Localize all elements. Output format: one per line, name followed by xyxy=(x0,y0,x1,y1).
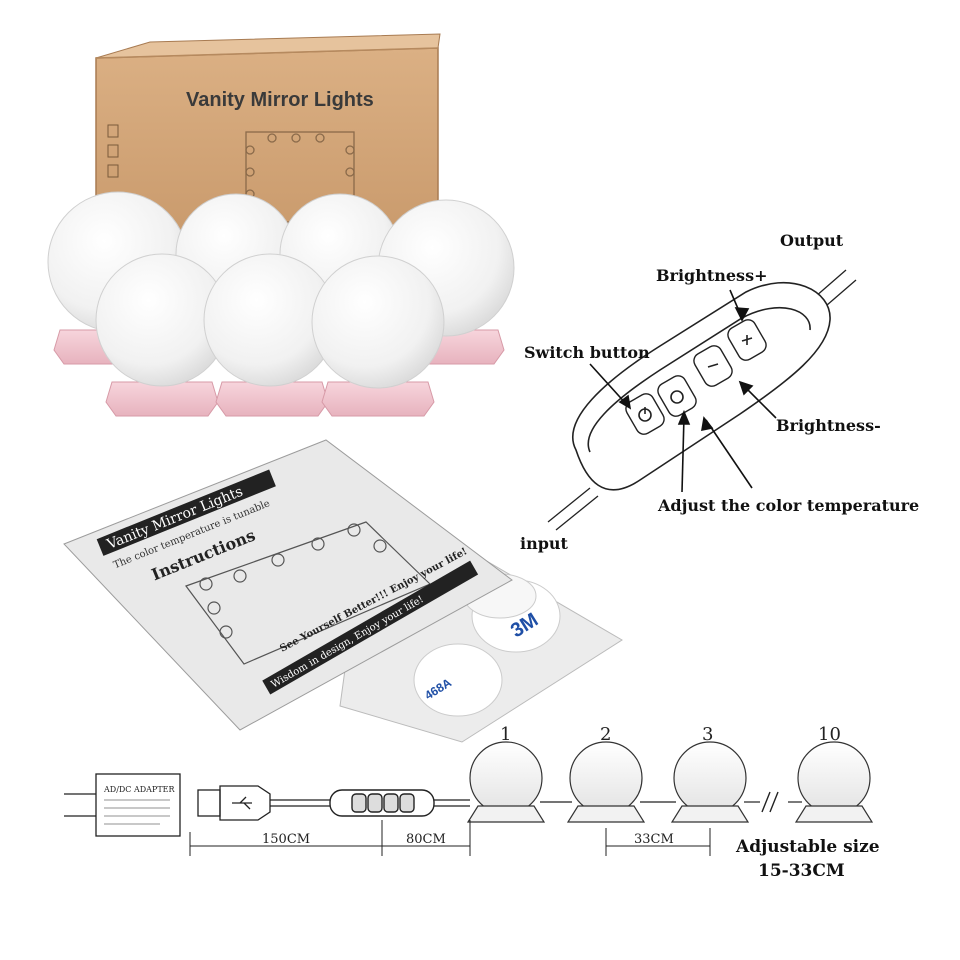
usb-plug xyxy=(197,785,271,821)
color-temp-button-diagram xyxy=(657,375,697,417)
label-input: input xyxy=(520,534,569,553)
strip-controller xyxy=(329,789,435,817)
bulb-number-3: 3 xyxy=(702,724,713,745)
label-switch-button: Switch button xyxy=(524,343,650,362)
controller-body xyxy=(572,282,831,491)
dimension-33: 33CM xyxy=(634,832,674,847)
adjustable-size-line1: Adjustable size xyxy=(735,837,880,857)
strip-bulb-1 xyxy=(469,741,543,815)
label-brightness-minus: Brightness- xyxy=(776,416,881,435)
strip-bulb-3 xyxy=(673,741,747,815)
bulb-front-3 xyxy=(311,255,445,389)
adjustable-size-line2: 15-33CM xyxy=(758,861,845,881)
callout-arrows xyxy=(589,289,777,493)
cardboard-box: Vanity Mirror Lights xyxy=(95,33,441,241)
dimension-150: 150CM xyxy=(262,832,310,847)
strip-diagram: AD/DC ADAPTER xyxy=(64,724,880,881)
controller-button-glyphs xyxy=(638,335,753,422)
label-brightness-plus: Brightness+ xyxy=(656,266,767,285)
strip-bulb-2 xyxy=(569,741,643,815)
dimension-80: 80CM xyxy=(406,832,446,847)
bulbs-group xyxy=(47,191,515,417)
refresh-icon xyxy=(670,390,684,404)
adapter-label: AD/DC ADAPTER xyxy=(103,785,175,794)
power-adapter xyxy=(64,773,181,837)
label-output: Output xyxy=(780,231,844,250)
controller-diagram: Output Brightness+ Switch button Brightn… xyxy=(520,231,919,553)
minus-icon xyxy=(707,363,719,368)
strip-cable xyxy=(270,791,802,813)
bulb-number-10: 10 xyxy=(818,724,841,745)
bulb-number-2: 2 xyxy=(600,724,611,745)
bulb-number-1: 1 xyxy=(500,724,511,745)
usb-icon xyxy=(232,796,252,810)
strip-bulb-10 xyxy=(797,741,871,815)
strip-bulbs xyxy=(466,741,874,823)
box-title: Vanity Mirror Lights xyxy=(186,89,374,111)
bulb-base-front xyxy=(105,381,435,417)
label-color-temperature: Adjust the color temperature xyxy=(657,496,919,515)
dimension-lines xyxy=(189,820,711,856)
